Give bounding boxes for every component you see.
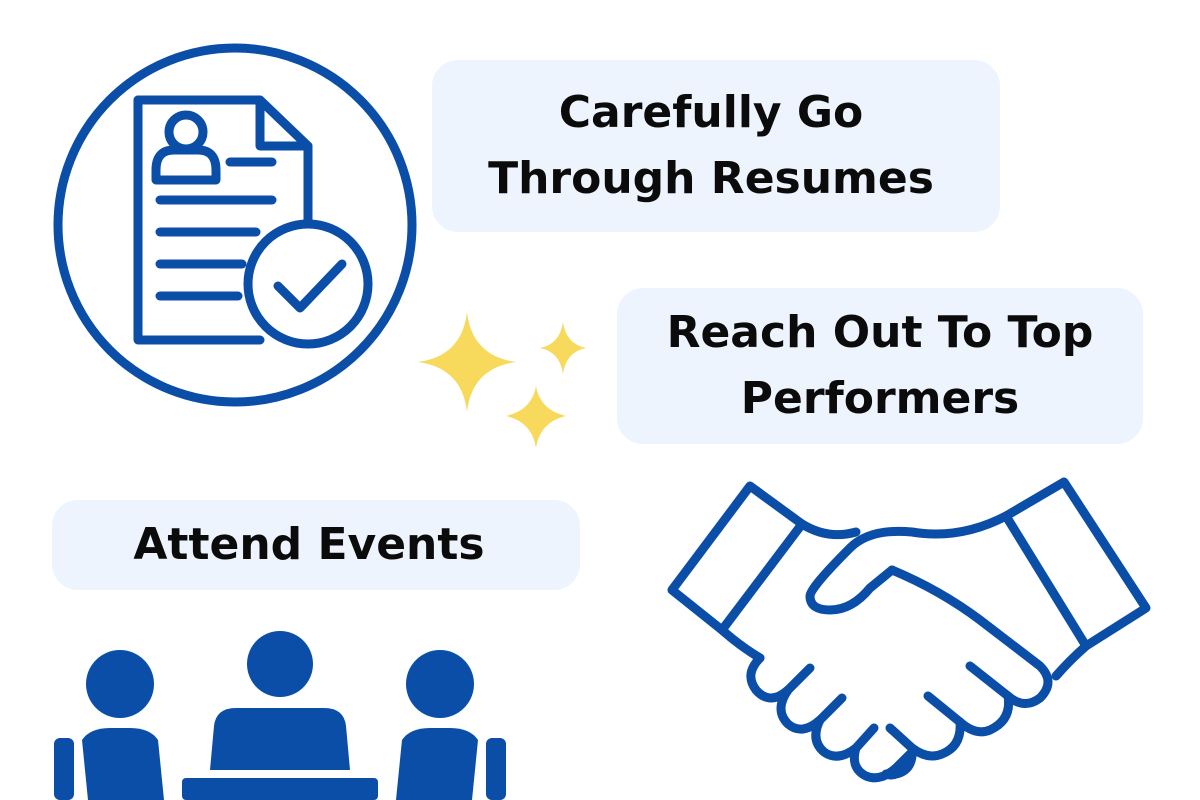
card-review-resumes-line1: Carefully Go xyxy=(558,87,864,138)
card-review-resumes: Carefully Go Through Resumes xyxy=(432,60,1000,232)
card-review-resumes-line2: Through Resumes xyxy=(488,153,934,204)
card-reach-performers-line2: Performers xyxy=(740,373,1020,424)
card-attend-events-label: Attend Events xyxy=(133,519,485,570)
resume-check-icon xyxy=(53,43,417,407)
sparkles-icon xyxy=(418,312,586,448)
card-reach-performers-line1: Reach Out To Top xyxy=(666,307,1094,358)
card-attend-events: Attend Events xyxy=(52,500,580,590)
handshake-icon xyxy=(667,477,1151,783)
meeting-people-icon xyxy=(54,631,506,800)
card-reach-performers: Reach Out To Top Performers xyxy=(617,288,1143,444)
